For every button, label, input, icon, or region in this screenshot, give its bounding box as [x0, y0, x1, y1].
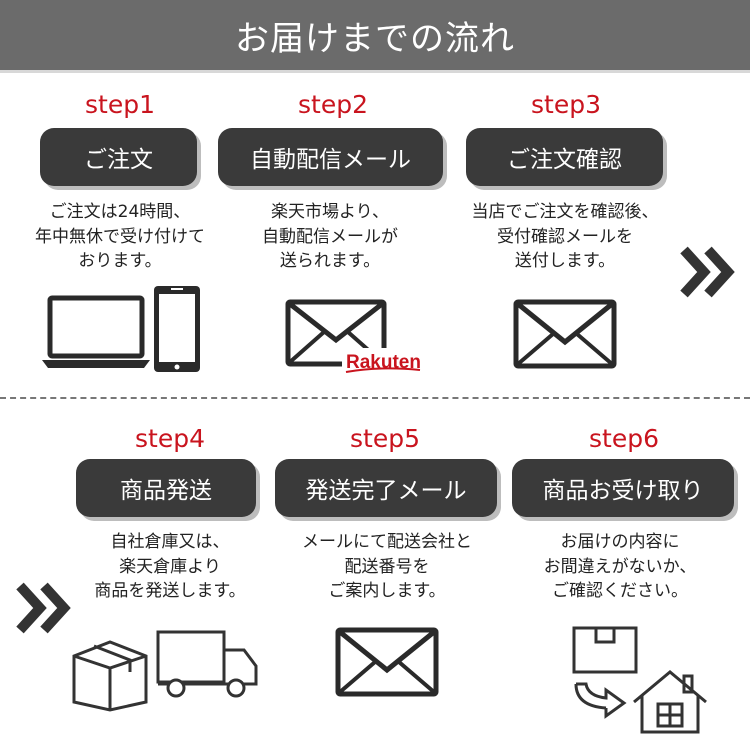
step2-desc-line1: 楽天市場より、: [271, 202, 389, 222]
step1-title: ご注文: [84, 147, 153, 173]
step1-desc-line2: 年中無休で受け付けて: [35, 226, 205, 247]
step5-desc-line1: メールにて配送会社と: [302, 532, 472, 552]
step4-desc-line2: 楽天倉庫より: [119, 556, 221, 577]
step5-title: 発送完了メール: [305, 478, 467, 504]
step6-title: 商品お受け取り: [542, 478, 704, 504]
step4-desc-line3: 商品を発送します。: [94, 581, 246, 602]
double-chevron-right-icon: [680, 246, 735, 298]
step3-desc-line3: 送付します。: [514, 251, 616, 272]
step2-desc-line2: 自動配信メールが: [262, 226, 398, 247]
step6-description: お届けの内容に お間違えがないか、 ご確認ください。: [500, 530, 740, 604]
step5-description: メールにて配送会社と 配送番号を ご案内します。: [267, 530, 507, 604]
step2-title: 自動配信メール: [250, 147, 411, 173]
header-underline: [0, 70, 750, 73]
envelope-rakuten-icon: Rakuten: [285, 299, 426, 373]
step4-title-pill: 商品発送: [76, 459, 256, 517]
step5-title-pill: 発送完了メール: [275, 459, 497, 517]
double-chevron-right-icon: [16, 582, 71, 634]
step5-label: step5: [350, 424, 420, 453]
step4-desc-line1: 自社倉庫又は、: [110, 532, 230, 552]
step5-desc-line2: 配送番号を: [344, 556, 430, 577]
box-house-icon: [572, 626, 707, 734]
step6-title-pill: 商品お受け取り: [512, 459, 734, 517]
laptop-phone-icon: [42, 286, 200, 372]
step4-title: 商品発送: [120, 478, 212, 504]
step1-title-pill: ご注文: [40, 128, 197, 186]
step6-desc-line2: お間違えがないか、: [543, 556, 697, 577]
step5-desc-line3: ご案内します。: [328, 581, 446, 602]
step4-description: 自社倉庫又は、 楽天倉庫より 商品を発送します。: [50, 530, 290, 604]
step3-title-pill: ご注文確認: [466, 128, 663, 186]
step4-label: step4: [135, 424, 205, 453]
step2-title-pill: 自動配信メール: [218, 128, 443, 186]
step2-description: 楽天市場より、 自動配信メールが 送られます。: [210, 200, 450, 274]
step3-title: ご注文確認: [507, 147, 622, 173]
header-bar: お届けまでの流れ: [0, 0, 750, 70]
envelope-icon: [513, 299, 617, 369]
box-truck-icon: [72, 630, 258, 712]
step2-desc-line3: 送られます。: [279, 251, 381, 272]
step6-desc-line3: ご確認ください。: [552, 581, 688, 602]
envelope-icon: [335, 627, 439, 697]
step6-label: step6: [589, 424, 659, 453]
step1-label: step1: [85, 90, 155, 119]
row-divider: [0, 397, 750, 399]
step1-desc-line1: ご注文は24時間、: [49, 202, 191, 222]
page-title: お届けまでの流れ: [235, 18, 515, 59]
step3-label: step3: [531, 90, 601, 119]
step3-description: 当店でご注文を確認後、 受付確認メールを 送付します。: [445, 200, 685, 274]
step6-desc-line1: お届けの内容に: [560, 532, 680, 552]
step3-desc-line2: 受付確認メールを: [497, 226, 633, 247]
step1-description: ご注文は24時間、 年中無休で受け付けて おります。: [0, 200, 240, 274]
step2-label: step2: [298, 90, 368, 119]
step3-desc-line1: 当店でご注文を確認後、: [471, 202, 659, 222]
step1-desc-line3: おります。: [78, 251, 162, 272]
